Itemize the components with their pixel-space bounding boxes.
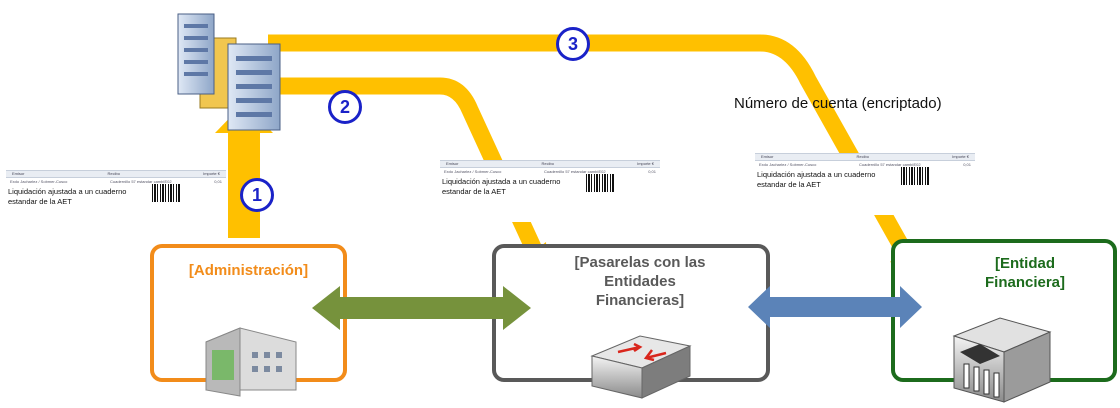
document-row: Exdo Jacharlez / Sobmer-Cusco Cuadernill… [6,178,226,185]
doc-row-recibo: Cuadernillo 57 estandar cambIE02 [543,169,606,174]
document-row: Exdo Jacharlez / Sobmer-Cusco Cuadernill… [440,168,660,175]
doc-header-recibo: Recibo [107,171,120,176]
doc-row-emisor: Exdo Jacharlez / Sobmer-Cusco [759,162,817,167]
router-icon [590,335,692,399]
pasarelas-title-line3: Financieras] [595,292,685,309]
doc-row-importe: 0,01 [963,162,971,167]
doc-text-line1: Liquidación ajustada a un cuaderno [442,177,561,186]
barcode-icon [901,167,929,185]
document-pasarelas: Emisor Recibo Importe € Exdo Jacharlez /… [440,160,660,222]
pasarelas-title: [Pasarelas con las Entidades Financieras… [540,253,740,310]
entidad-title-line2: Financiera] [984,274,1066,291]
doc-row-recibo: Cuadernillo 57 estandar cambIE02 [858,162,921,167]
doc-text: Liquidación ajustada a un cuaderno estan… [757,170,907,189]
pasarelas-title-line2: Entidades [604,273,676,290]
server-icon [177,13,281,131]
doc-row-emisor: Exdo Jacharlez / Sobmer-Cusco [10,179,68,184]
pasarelas-entidad-connector [748,286,922,328]
administracion-title: [Administración] [188,262,309,279]
document-admin: Emisor Recibo Importe € Exdo Jacharlez /… [6,170,226,232]
document-header: Emisor Recibo Importe € [440,160,660,168]
doc-header-importe: Importe € [203,171,220,176]
doc-header-recibo: Recibo [541,161,554,166]
entidad-title: [Entidad Financiera] [960,254,1090,292]
document-header: Emisor Recibo Importe € [6,170,226,178]
doc-header-emisor: Emisor [12,171,25,176]
doc-header-emisor: Emisor [761,154,774,159]
barcode-icon [152,184,180,202]
doc-text-line2: estandar de la AET [442,186,506,196]
doc-text-line1: Liquidación ajustada a un cuaderno [757,170,876,179]
doc-text-line1: Liquidación ajustada a un cuaderno [8,187,127,196]
encrypted-account-note: Número de cuenta (encriptado) [734,95,942,112]
doc-row-recibo: Cuadernillo 57 estandar cambIE02 [109,179,172,184]
doc-row-importe: 0,01 [214,179,222,184]
doc-header-importe: Importe € [637,161,654,166]
step-3-marker: 3 [556,27,590,61]
building-icon [205,327,297,397]
barcode-icon [586,174,614,192]
doc-row-emisor: Exdo Jacharlez / Sobmer-Cusco [444,169,502,174]
document-row: Exdo Jacharlez / Sobmer-Cusco Cuadernill… [755,161,975,168]
doc-text: Liquidación ajustada a un cuaderno estan… [8,187,158,206]
pasarelas-title-line1: [Pasarelas con las [574,254,706,271]
doc-text-line2: estandar de la AET [757,179,821,189]
doc-text: Liquidación ajustada a un cuaderno estan… [442,177,592,196]
doc-row-importe: 0,01 [648,169,656,174]
bank-icon [952,317,1052,403]
doc-header-importe: Importe € [952,154,969,159]
doc-header-emisor: Emisor [446,161,459,166]
doc-text-line2: estandar de la AET [8,196,72,206]
admin-pasarelas-connector [312,286,531,330]
step-2-marker: 2 [328,90,362,124]
document-entidad: Emisor Recibo Importe € Exdo Jacharlez /… [755,153,975,215]
document-header: Emisor Recibo Importe € [755,153,975,161]
entidad-title-line1: [Entidad [995,255,1055,272]
doc-header-recibo: Recibo [856,154,869,159]
step-1-marker: 1 [240,178,274,212]
